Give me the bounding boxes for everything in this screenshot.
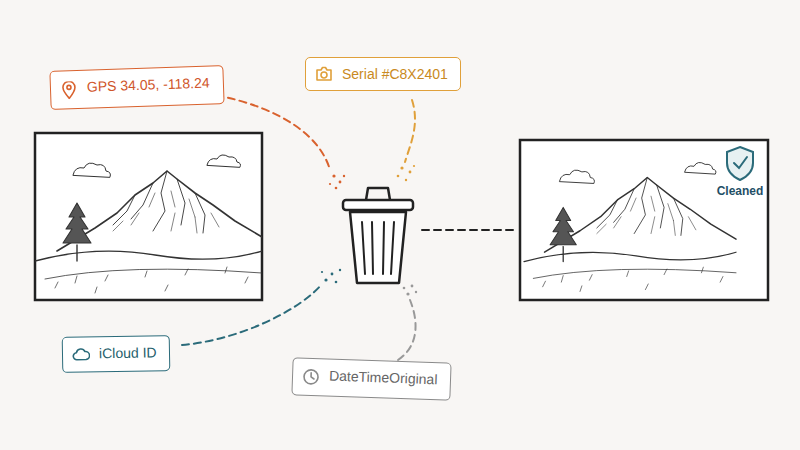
- leader-line: [182, 284, 322, 345]
- icon-stroke: [311, 373, 314, 379]
- photo-frame: [520, 140, 768, 300]
- metadata-tag: DateTimeOriginal: [291, 357, 451, 401]
- tag-icon: [315, 65, 333, 83]
- leader-line: [422, 229, 515, 231]
- metadata-tag: iCloud ID: [62, 335, 171, 373]
- tag-text: DateTimeOriginal: [329, 368, 438, 388]
- tag-text: Serial #C8X2401: [342, 66, 448, 82]
- status-label: Cleaned: [717, 184, 764, 198]
- mountain-sketch: [35, 155, 262, 293]
- metadata-tag: GPS 34.05, -118.24: [49, 65, 224, 110]
- leader-line: [405, 100, 415, 162]
- icon-stroke: [67, 85, 71, 89]
- tag-icon: [72, 345, 90, 363]
- icon-stroke: [73, 349, 89, 360]
- mountain-sketch: [524, 162, 736, 291]
- shield-icon: [727, 147, 753, 180]
- leader-line: [398, 300, 416, 360]
- tag-icon: [302, 368, 321, 387]
- particle-dots: [321, 165, 417, 296]
- leader-line: [216, 95, 330, 170]
- metadata-tag: Serial #C8X2401: [305, 57, 461, 91]
- icon-stroke: [317, 68, 331, 81]
- photo-frame: [35, 133, 262, 300]
- icon-stroke: [63, 81, 76, 98]
- tag-icon: [60, 81, 79, 100]
- icon-stroke: [304, 370, 318, 384]
- tag-text: GPS 34.05, -118.24: [87, 74, 210, 94]
- tag-text: iCloud ID: [99, 344, 157, 361]
- icon-stroke: [321, 72, 327, 78]
- trash-can: [343, 188, 413, 283]
